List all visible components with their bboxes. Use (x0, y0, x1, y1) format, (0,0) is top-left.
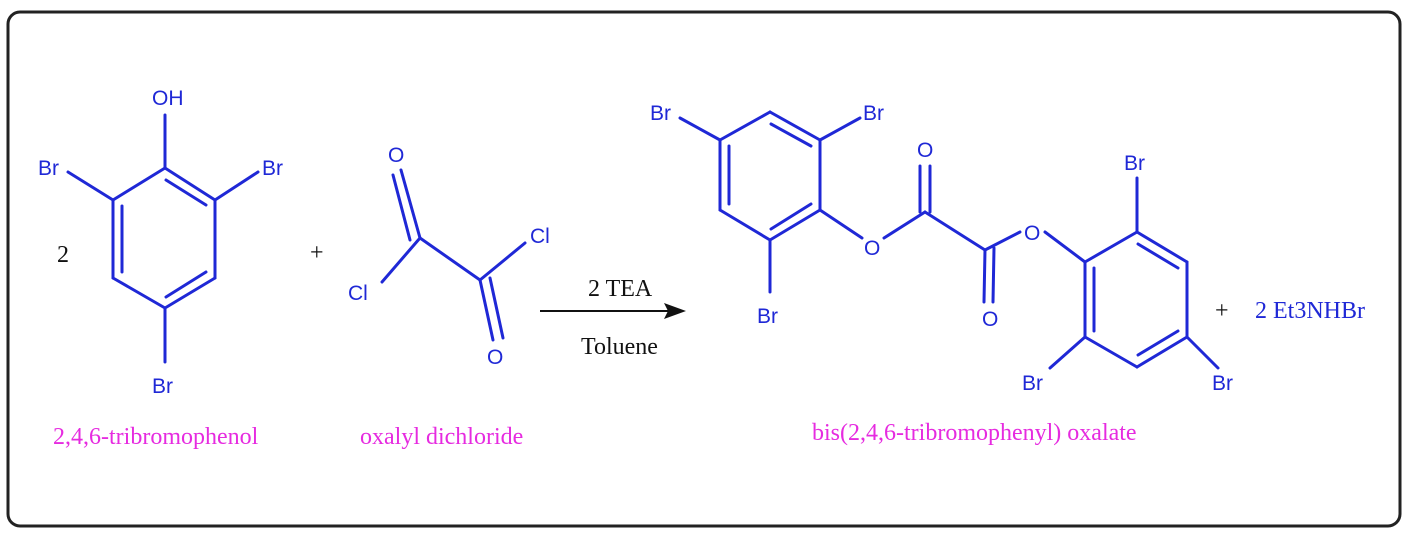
cl-right-label: Cl (530, 225, 550, 248)
product-name: bis(2,4,6-tribromophenyl) oxalate (812, 420, 1137, 446)
o-ester-left-label: O (864, 237, 880, 260)
oxalyl-dichloride-name: oxalyl dichloride (360, 424, 523, 450)
br-right-bottom-left-label: Br (1022, 372, 1043, 395)
tribromophenol-name: 2,4,6-tribromophenol (53, 424, 259, 450)
br-right-bottom-right-label: Br (1212, 372, 1233, 395)
br-bottom-label: Br (152, 375, 173, 398)
br-top-mid-label: Br (863, 102, 884, 125)
arrow-reagent-label: 2 TEA (588, 276, 653, 302)
oh-label: OH (152, 87, 184, 110)
oxalyl-dichloride-structure (380, 168, 527, 342)
o-carbonyl-top-label: O (917, 139, 933, 162)
byproduct-label: 2 Et3NHBr (1255, 298, 1365, 324)
arrow-solvent-label: Toluene (581, 334, 658, 360)
br-left-label: Br (38, 157, 59, 180)
tribromophenol-structure (66, 113, 260, 364)
cl-left-label: Cl (348, 282, 368, 305)
br-right-top-label: Br (1124, 152, 1145, 175)
br-left-bottom-label: Br (757, 305, 778, 328)
product-structure (678, 110, 1220, 370)
br-top-left-label: Br (650, 102, 671, 125)
o-carbonyl-bottom-label: O (982, 308, 998, 331)
frame-border (6, 10, 1402, 528)
o-bottom-label: O (487, 346, 503, 369)
reaction-arrow (540, 303, 686, 319)
plus-sign-2: + (1215, 298, 1229, 324)
o-ester-right-label: O (1024, 222, 1040, 245)
plus-sign-1: + (310, 240, 324, 266)
coefficient: 2 (57, 242, 69, 268)
o-top-label: O (388, 144, 404, 167)
br-right-label: Br (262, 157, 283, 180)
